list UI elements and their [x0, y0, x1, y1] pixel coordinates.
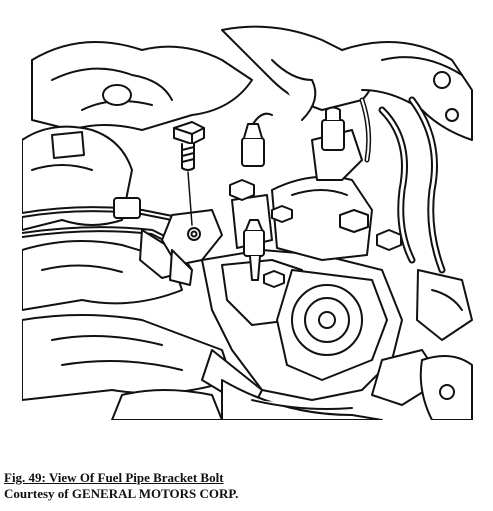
figure-title: Fig. 49: View Of Fuel Pipe Bracket Bolt [4, 470, 224, 485]
left-engine-housing [22, 125, 233, 401]
lower-engine-block [111, 379, 383, 420]
wiring-harness [359, 96, 473, 420]
fuel-pipe-bracket [161, 209, 223, 286]
engine-background-components [31, 25, 473, 141]
sensor-connectors [241, 112, 273, 281]
manifold-bolts [229, 179, 402, 288]
figure-caption: Fig. 49: View Of Fuel Pipe Bracket Bolt … [4, 470, 484, 502]
engine-line-drawing [22, 25, 473, 420]
figure-credit: Courtesy of GENERAL MOTORS CORP. [4, 486, 239, 501]
intake-manifold-assembly [201, 106, 443, 411]
bracket-bolt [173, 121, 205, 226]
fuel-pipe-bracket-illustration [22, 20, 474, 420]
